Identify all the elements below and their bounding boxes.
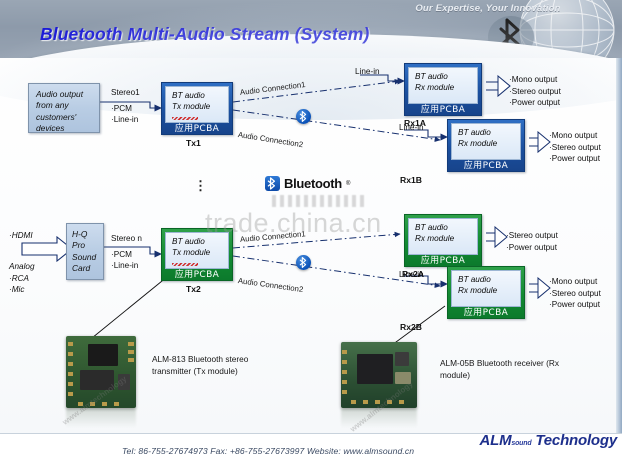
slide-header: Our Expertise, Your Innovation Bluetooth… xyxy=(0,0,625,60)
streamn-input-analog: Analog xyxy=(9,262,35,271)
bluetooth-trademark: ® xyxy=(345,180,351,187)
rx2a-line1: BT audio xyxy=(415,223,448,232)
rx-photo-caption: ALM-05B Bluetooth receiver (Rx module) xyxy=(440,358,559,381)
sound-card-box: H-Q Pro Sound Card xyxy=(66,223,104,280)
streamn-pcm-label: ·PCM xyxy=(111,250,132,259)
spellcheck-underline xyxy=(172,117,198,121)
tx1-tag: Tx1 xyxy=(186,138,201,148)
rx-module-photo: www.almtechnology xyxy=(335,340,430,435)
rx1a-module[interactable]: BT audio Rx module 应用PCBA xyxy=(404,63,482,116)
streamn-input-rca: ·RCA xyxy=(9,274,30,283)
rx1a-outputs: ·Mono output ·Stereo output ·Power outpu… xyxy=(509,74,561,109)
tx-module-photo: www.almtechnology xyxy=(58,334,150,429)
tx1-pcba: 应用PCBA xyxy=(174,124,220,134)
tx2-line1: BT audio xyxy=(172,237,205,246)
rx2a-pcba: 应用PCBA xyxy=(420,256,466,266)
rx1a-output-0: ·Mono output xyxy=(509,75,558,84)
streamn-input-mic: ·Mic xyxy=(9,285,25,294)
slide-footer xyxy=(0,434,625,463)
sound-card-line1: H-Q xyxy=(72,229,88,239)
page-title: Bluetooth Multi-Audio Stream (System) xyxy=(40,24,370,44)
streamn-input-hdmi: ·HDMI xyxy=(9,231,33,240)
streamn-linein-label: ·Line-in xyxy=(111,261,139,270)
rx1b-pcba: 应用PCBA xyxy=(463,161,509,171)
alm-logo-sub: sound xyxy=(511,440,532,447)
rx2a-line2: Rx module xyxy=(415,234,455,244)
tx1-module[interactable]: BT audio Tx module 应用PCBA xyxy=(161,82,233,135)
rx1a-output-1: ·Stereo output xyxy=(509,86,561,96)
sound-card-line3: Sound xyxy=(72,251,97,262)
bluetooth-icon xyxy=(265,176,280,191)
rx1b-line2: Rx module xyxy=(458,139,498,149)
rx2b-module[interactable]: BT audio Rx module 应用PCBA xyxy=(447,266,525,319)
tx2-module[interactable]: BT audio Tx module 应用PCBA xyxy=(161,228,233,281)
rx2b-input-label: Line-in xyxy=(399,270,424,279)
rx1b-output-2: ·Power output xyxy=(549,154,600,164)
tx1-line2: Tx module xyxy=(172,102,211,112)
connector-layer xyxy=(21,74,551,371)
rx1b-input-label: Line-in xyxy=(399,123,424,132)
rx2b-output-1: ·Stereo output xyxy=(549,288,601,298)
rx2a-module[interactable]: BT audio Rx module 应用PCBA xyxy=(404,214,482,267)
audio-source-box: Audio output from any customers' devices xyxy=(28,83,100,133)
sound-card-line4: Card xyxy=(72,263,91,274)
rx2b-output-0: ·Mono output xyxy=(549,277,598,286)
rx1b-output-1: ·Stereo output xyxy=(549,142,601,152)
right-white-edge xyxy=(622,0,625,463)
header-tagline: Our Expertise, Your Innovation xyxy=(415,3,561,14)
right-edge-bar xyxy=(616,58,625,463)
rx2b-line1: BT audio xyxy=(458,275,491,284)
tx-photo-caption: ALM-813 Bluetooth stereo transmitter (Tx… xyxy=(152,354,249,377)
ellipsis-indicator: ⋮ xyxy=(194,178,207,193)
alm-logo: ALMsound Technology xyxy=(479,432,618,449)
tx1-line1: BT audio xyxy=(172,91,205,100)
alm-logo-main: ALM xyxy=(479,432,512,449)
rx2b-tag: Rx2B xyxy=(400,322,422,332)
rx1b-outputs: ·Mono output ·Stereo output ·Power outpu… xyxy=(549,130,601,165)
rx1a-tag: Rx1A xyxy=(404,118,426,128)
rx1a-output-2: ·Power output xyxy=(509,98,560,108)
rx1b-output-0: ·Mono output xyxy=(549,131,598,140)
footer-contact: Tel: 86-755-27674973 Fax: +86-755-276739… xyxy=(122,446,415,456)
bluetooth-icon xyxy=(296,109,311,124)
tx2-pcba: 应用PCBA xyxy=(174,270,220,280)
rx2a-outputs: ·Stereo output ·Power output xyxy=(506,230,558,253)
bluetooth-icon xyxy=(296,255,311,270)
rx2b-line2: Rx module xyxy=(458,286,498,296)
rx1a-line2: Rx module xyxy=(415,83,455,93)
footer-divider xyxy=(0,433,625,434)
spellcheck-underline xyxy=(172,263,198,267)
stream1-linein-label: ·Line-in xyxy=(111,115,139,124)
stream1-pcm-label: ·PCM xyxy=(111,104,132,113)
rx2a-tag: Rx2A xyxy=(402,269,424,279)
stream1-signal-label: Stereo1 xyxy=(111,88,140,97)
alm-logo-tail: Technology xyxy=(535,432,617,449)
rx1b-module[interactable]: BT audio Rx module 应用PCBA xyxy=(447,119,525,172)
rx2b-pcba: 应用PCBA xyxy=(463,308,509,318)
rx2a-output-1: ·Power output xyxy=(506,242,557,252)
bluetooth-wordmark-text: Bluetooth xyxy=(284,176,342,191)
rx1a-pcba: 应用PCBA xyxy=(420,105,466,115)
bluetooth-wordmark: Bluetooth ® xyxy=(265,176,350,191)
rx1b-tag: Rx1B xyxy=(400,175,422,185)
rx1a-input-label: Line-in xyxy=(355,67,380,76)
rx2a-output-0: ·Stereo output xyxy=(506,231,558,240)
tx2-tag: Tx2 xyxy=(186,284,201,294)
tx2-line2: Tx module xyxy=(172,248,211,258)
rx2b-outputs: ·Mono output ·Stereo output ·Power outpu… xyxy=(549,276,601,311)
rx2b-output-2: ·Power output xyxy=(549,300,600,310)
audio-source-text: Audio output from any customers' devices xyxy=(36,89,84,134)
streamn-signal-label: Stereo n xyxy=(111,234,142,243)
sound-card-line2: Pro xyxy=(72,240,86,251)
rx1a-line1: BT audio xyxy=(415,72,448,81)
rx1b-line1: BT audio xyxy=(458,128,491,137)
